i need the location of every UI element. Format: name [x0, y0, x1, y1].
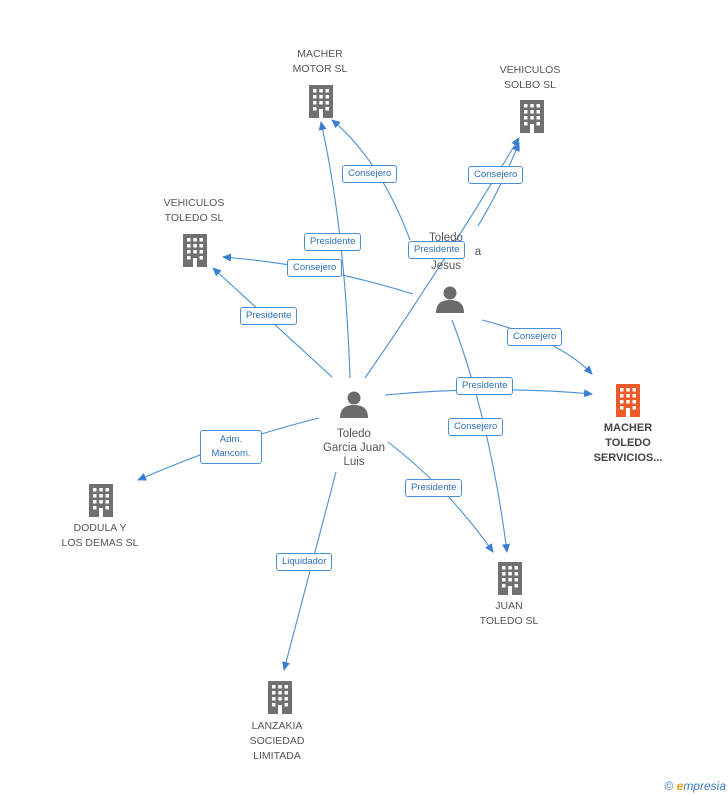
building-icon: [268, 681, 292, 714]
building-icon: [616, 384, 640, 417]
node-label-line: LOS DEMAS SL: [61, 537, 139, 549]
node-lanzakia[interactable]: LANZAKIA SOCIEDAD LIMITADA: [227, 719, 327, 764]
footer-brand: © empresia: [664, 779, 726, 793]
edge-label-presidente[interactable]: Presidente: [405, 479, 463, 497]
edge-label-liquidador[interactable]: Liquidador: [276, 553, 333, 571]
edge-label-consejero[interactable]: Consejero: [468, 166, 524, 184]
brand-name: mpresia: [683, 779, 726, 793]
edge-e2: [477, 142, 520, 227]
node-vehiculos-toledo[interactable]: VEHICULOS TOLEDO SL: [144, 196, 244, 226]
node-macher-toledo-servicios[interactable]: MACHER TOLEDO SERVICIOS...: [578, 421, 678, 466]
node-toledo-jesus-last: Jesus: [421, 259, 471, 273]
node-label-line: Jesus: [430, 260, 462, 272]
node-vehiculos-solbo[interactable]: VEHICULOS SOLBO SL: [480, 63, 580, 93]
building-icon: [498, 562, 522, 595]
node-dodula[interactable]: DODULA Y LOS DEMAS SL: [50, 521, 150, 551]
node-label-line: MACHER: [603, 422, 653, 434]
node-label-line: JUAN: [495, 600, 523, 612]
node-label-line: a: [474, 246, 482, 258]
edge-e9: [451, 319, 510, 553]
person-icon: [340, 391, 368, 418]
node-label-line: TOLEDO SL: [479, 615, 539, 627]
building-icon: [309, 85, 333, 118]
node-juan-toledo[interactable]: JUAN TOLEDO SL: [459, 599, 559, 629]
edge-label-consejero[interactable]: Consejero: [287, 259, 343, 277]
edge-label-presidente[interactable]: Presidente: [408, 241, 466, 259]
edge-e12: [282, 471, 337, 671]
node-toledo-jesus-mid: a: [468, 245, 488, 259]
edge-label-consejero[interactable]: Consejero: [507, 328, 563, 346]
node-label-line: DODULA Y: [73, 522, 127, 534]
node-label-line: SOLBO SL: [504, 79, 556, 91]
node-label-line: SOCIEDAD: [249, 735, 305, 747]
edge-label-consejero[interactable]: Consejero: [342, 165, 398, 183]
node-label-line: LANZAKIA: [251, 720, 303, 732]
building-icon: [89, 484, 113, 517]
node-label-line: MOTOR SL: [292, 63, 348, 75]
building-icon: [183, 234, 207, 267]
node-label-line: Luis: [343, 456, 365, 468]
node-label-line: MACHER: [297, 48, 343, 60]
edge-label-presidente[interactable]: Presidente: [240, 307, 298, 325]
edge-label-consejero[interactable]: Consejero: [448, 418, 504, 436]
node-label-line: TOLEDO: [605, 437, 651, 449]
copyright-icon: ©: [664, 779, 674, 793]
brand-initial: e: [676, 779, 684, 793]
building-icon: [520, 100, 544, 133]
node-toledo-juan-luis[interactable]: Toledo Garcia Juan Luis: [304, 427, 404, 469]
edge-label-presidente[interactable]: Presidente: [304, 233, 362, 251]
person-icon: [436, 286, 464, 313]
edge-label-presidente[interactable]: Presidente: [456, 377, 514, 395]
node-label-line: Garcia Juan: [322, 442, 385, 454]
edge-label-adm-mancom[interactable]: Adm. Mancom.: [200, 430, 262, 464]
node-label-line: LIMITADA: [253, 750, 301, 762]
node-label-line: SERVICIOS...: [593, 452, 663, 464]
node-label-line: VEHICULOS: [499, 64, 561, 76]
node-label-line: TOLEDO SL: [164, 212, 224, 224]
node-label-line: Toledo: [337, 428, 371, 440]
node-label-line: VEHICULOS: [163, 197, 225, 209]
node-macher-motor[interactable]: MACHER MOTOR SL: [270, 47, 370, 77]
